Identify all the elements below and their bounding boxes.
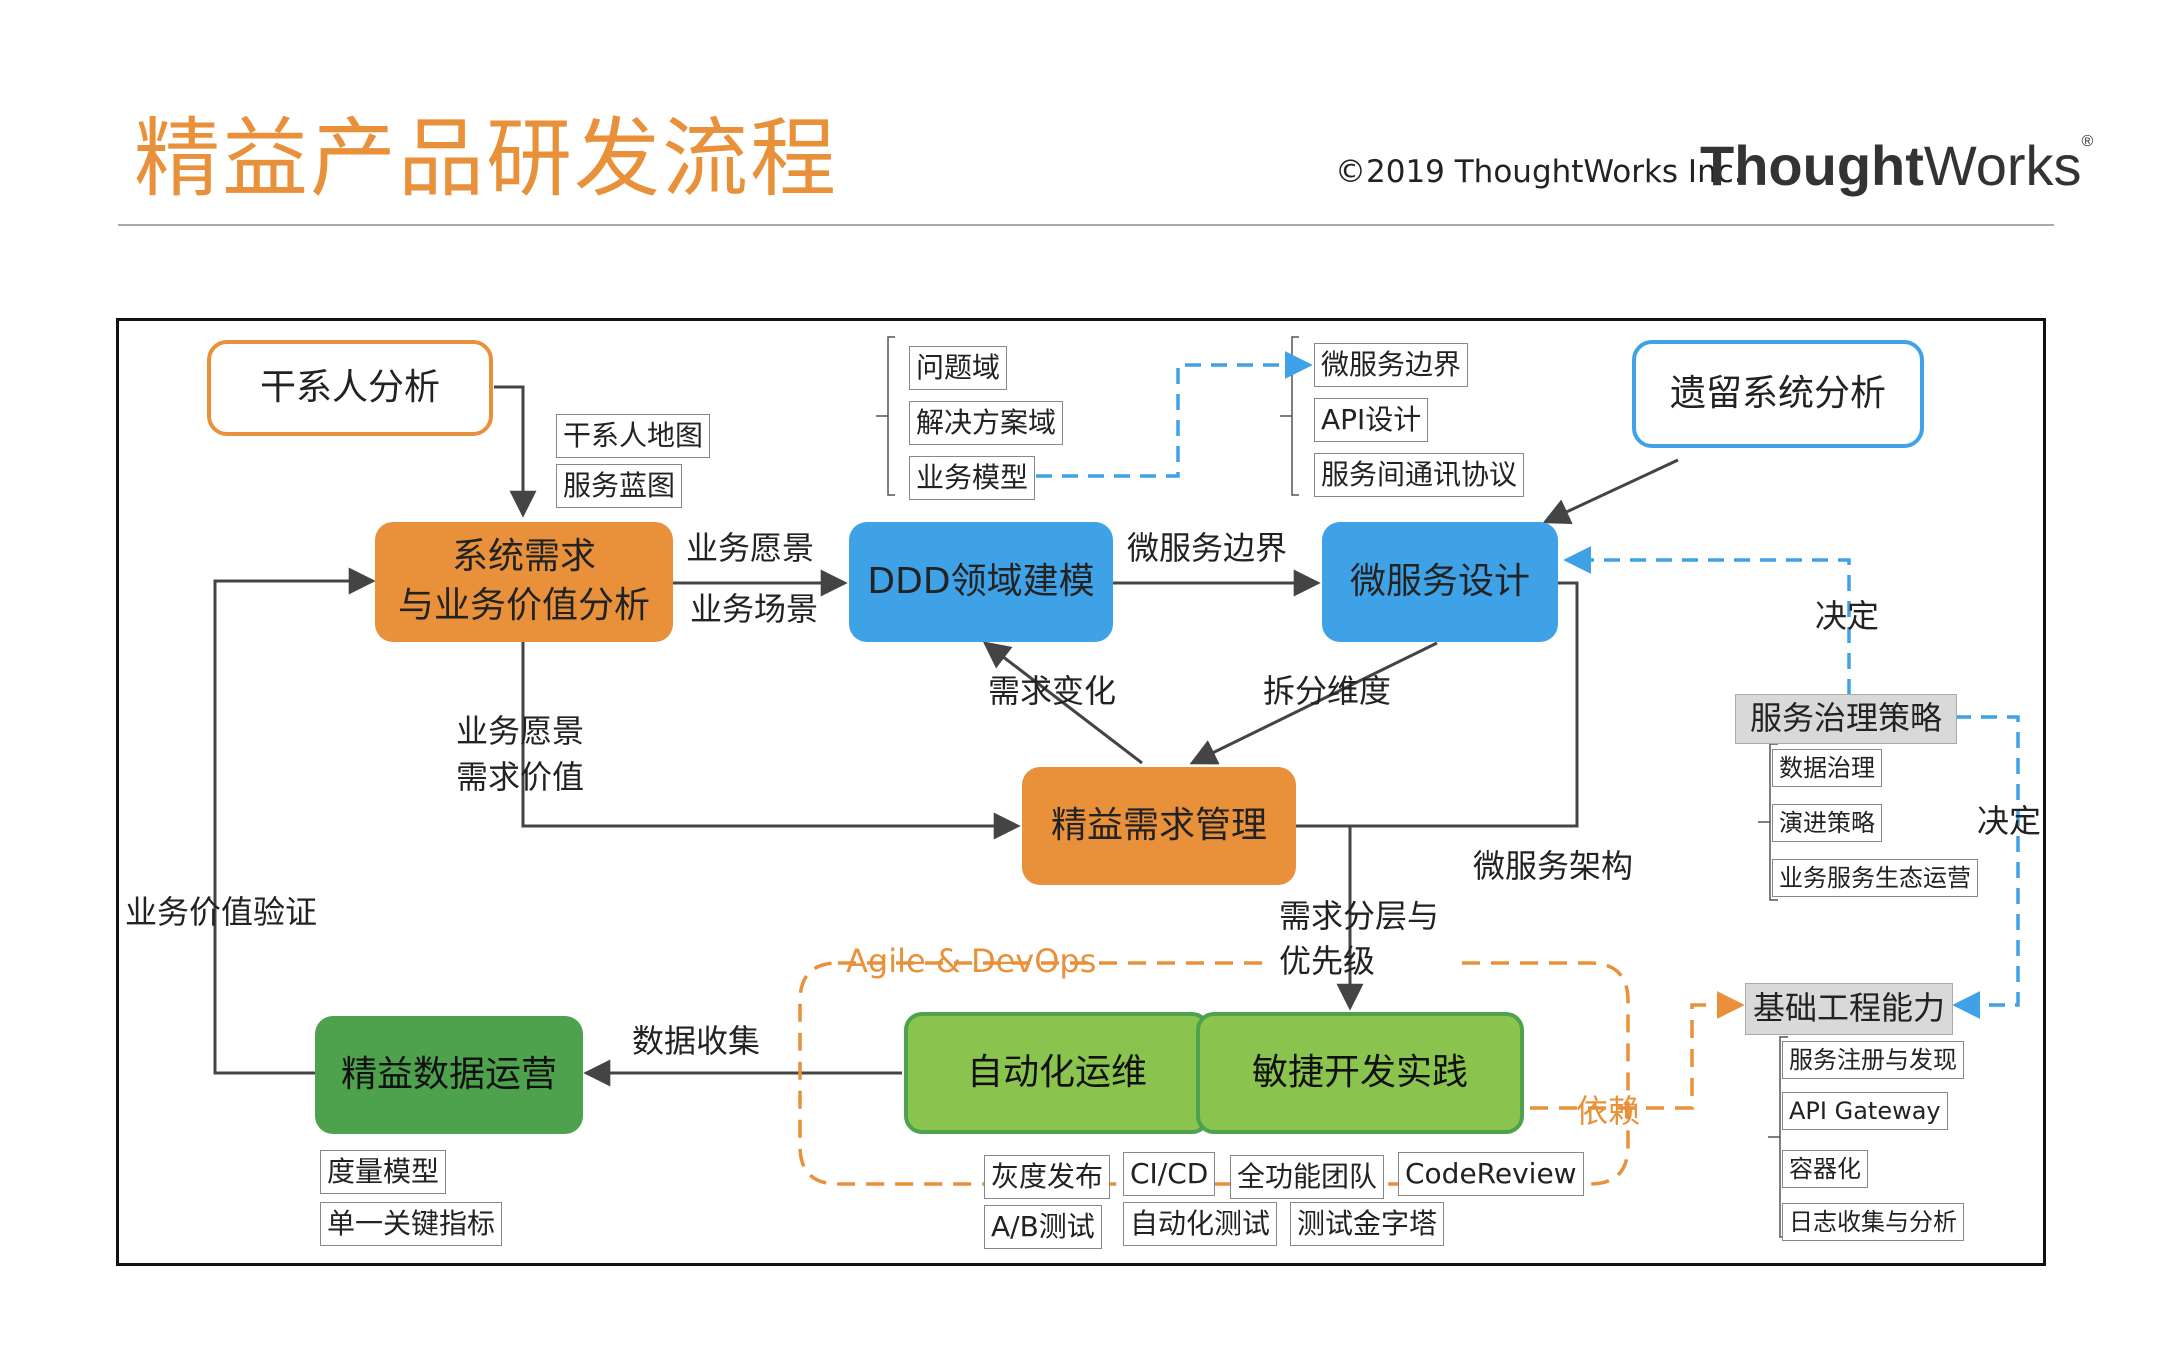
tag-test-pyramid: 测试金字塔 [1290, 1202, 1445, 1246]
diagram-frame [116, 318, 2046, 1266]
bracket-governance-tags [1758, 743, 1778, 901]
agile-practice-node: 敏捷开发实践 [1196, 1012, 1524, 1134]
tag-stakeholder-map: 干系人地图 [556, 414, 711, 458]
label-business-vision: 业务愿景 [686, 529, 815, 567]
label-microservice-architecture: 微服务架构 [1473, 847, 1634, 885]
tag-service-blueprint: 服务蓝图 [556, 464, 683, 508]
label-requirement-change: 需求变化 [988, 672, 1117, 710]
label-business-scene: 业务场景 [690, 590, 819, 628]
infra-capability-node: 基础工程能力 [1745, 983, 1953, 1035]
header-divider [118, 224, 2054, 226]
legacy-analysis-node: 遗留系统分析 [1632, 340, 1924, 448]
tag-ab-testing: A/B测试 [984, 1205, 1102, 1249]
ddd-modeling-node: DDD领域建模 [849, 522, 1113, 642]
tag-problem-domain: 问题域 [909, 346, 1008, 390]
tag-solution-domain: 解决方案域 [909, 401, 1064, 445]
tag-one-metric: 单一关键指标 [320, 1202, 503, 1246]
tag-containerization: 容器化 [1782, 1150, 1868, 1189]
tag-service-protocol: 服务间通讯协议 [1314, 453, 1525, 497]
requirements-line-1: 系统需求 [451, 536, 596, 578]
label-business-value-verification: 业务价值验证 [125, 893, 318, 931]
blue-dashed-governance-to-infra [1952, 715, 2020, 1019]
lean-requirements-node: 精益需求管理 [1022, 767, 1296, 885]
copyright-text: ©2019 ThoughtWorks Inc. [1335, 154, 1744, 190]
stakeholder-analysis-node: 干系人分析 [207, 340, 493, 436]
line-microservice-arch [1296, 581, 1579, 828]
arrow-data-to-requirements [213, 567, 376, 1075]
blue-dashed-governance-to-microservice [1563, 546, 1851, 695]
microservice-design-node: 微服务设计 [1322, 522, 1558, 642]
tag-log-collection: 日志收集与分析 [1782, 1203, 1964, 1242]
tag-business-model: 业务模型 [909, 456, 1036, 500]
label-requirement-layering-1: 需求分层与 [1279, 897, 1440, 935]
automated-ops-node: 自动化运维 [904, 1012, 1210, 1134]
bracket-microservice-tags [1280, 336, 1299, 496]
tag-api-design: API设计 [1314, 398, 1429, 442]
tag-data-governance: 数据治理 [1772, 749, 1882, 788]
tag-automated-testing: 自动化测试 [1123, 1202, 1278, 1246]
tag-canary-release: 灰度发布 [984, 1155, 1111, 1199]
tag-api-gateway: API Gateway [1782, 1092, 1948, 1131]
tag-microservice-boundary: 微服务边界 [1314, 343, 1469, 387]
label-depends: 依赖 [1576, 1092, 1641, 1130]
brand-registered-mark: ® [2081, 133, 2094, 150]
arrow-requirements-to-lean [521, 642, 1021, 840]
arrow-stakeholder-to-requirements [494, 385, 537, 518]
bracket-ddd-tags [876, 336, 895, 496]
blue-dashed-model-to-boundary [1036, 351, 1313, 478]
tag-code-review: CodeReview [1398, 1152, 1584, 1196]
tag-metrics-model: 度量模型 [320, 1150, 447, 1194]
tag-evolution-strategy: 演进策略 [1772, 804, 1882, 843]
label-microservice-boundary: 微服务边界 [1127, 529, 1288, 567]
label-requirement-layering-2: 优先级 [1279, 942, 1376, 980]
service-governance-node: 服务治理策略 [1735, 694, 1957, 744]
brand-logo-regular: Works [1923, 134, 2082, 197]
arrow-lean-to-ddd [982, 641, 1143, 765]
tag-cross-functional-team: 全功能团队 [1230, 1155, 1385, 1199]
agile-devops-boundary [798, 961, 1630, 1186]
tag-ci-cd: CI/CD [1123, 1152, 1216, 1196]
tag-service-discovery: 服务注册与发现 [1782, 1041, 1964, 1080]
label-decide-2: 决定 [1977, 802, 2042, 840]
brand-logo: ThoughtWorks® [1700, 133, 2093, 198]
brand-logo-bold: Thought [1700, 134, 1924, 197]
page-title: 精益产品研发流程 [134, 109, 838, 209]
arrow-legacy-to-microservice [1542, 458, 1679, 524]
arrow-microservice-to-lean [1189, 641, 1438, 765]
label-requirement-value: 需求价值 [456, 758, 585, 796]
orange-dashed-depends-to-infra [1530, 991, 1745, 1110]
tag-ecosystem-operation: 业务服务生态运营 [1772, 859, 1978, 898]
requirements-analysis-node: 系统需求 与业务价值分析 [375, 522, 673, 642]
label-data-collection: 数据收集 [632, 1022, 761, 1060]
requirements-line-2: 与业务价值分析 [397, 585, 650, 626]
label-split-dimension: 拆分维度 [1263, 672, 1392, 710]
label-business-vision-2: 业务愿景 [456, 712, 585, 750]
label-agile-devops: Agile & DevOps [846, 942, 1097, 980]
label-decide-1: 决定 [1815, 597, 1880, 635]
lean-data-operations-node: 精益数据运营 [315, 1016, 583, 1134]
